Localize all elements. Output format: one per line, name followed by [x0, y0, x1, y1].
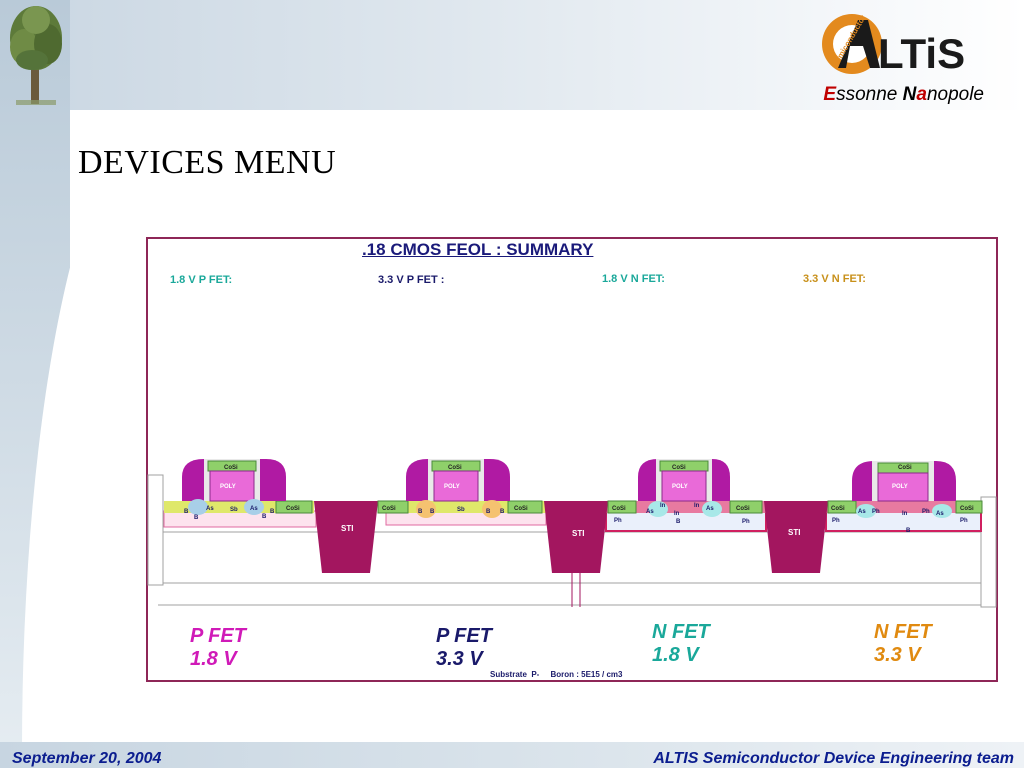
svg-text:As: As	[206, 506, 214, 512]
sti-label-1: STI	[572, 529, 584, 538]
svg-text:Ph: Ph	[922, 509, 930, 515]
svg-text:In: In	[902, 511, 908, 517]
svg-text:As: As	[858, 509, 866, 515]
organization-name: Essonne Nanopole	[823, 84, 984, 105]
logo-text: LTiS	[878, 30, 965, 77]
gate-3: CoSi POLY	[638, 459, 730, 517]
svg-text:B: B	[906, 528, 911, 534]
cosi-label: CoSi	[286, 506, 300, 512]
sti-label-0: STI	[341, 524, 353, 533]
footer-bar: September 20, 2004 ALTIS Semiconductor D…	[0, 742, 1024, 768]
svg-text:B: B	[676, 519, 681, 525]
cosi-label: CoSi	[224, 465, 238, 471]
altis-logo: Semiconductor LTiS	[822, 14, 965, 77]
page-title: DEVICES MENU	[78, 144, 337, 181]
svg-text:Ph: Ph	[614, 518, 622, 524]
svg-text:Sb: Sb	[457, 507, 465, 513]
top-label-pfet-33: 3.3 V P FET :	[378, 274, 445, 286]
cosi-label: CoSi	[672, 465, 686, 471]
footer-team: ALTIS Semiconductor Device Engineering t…	[653, 750, 1014, 767]
gate-4: CoSi POLY	[852, 461, 956, 518]
tree-icon	[10, 6, 62, 105]
sti-0	[314, 501, 378, 573]
svg-text:Sb: Sb	[230, 507, 238, 513]
svg-text:B: B	[194, 515, 199, 521]
gate-2: CoSi POLY	[406, 459, 510, 518]
cosi-label: CoSi	[612, 506, 626, 512]
svg-text:B: B	[184, 509, 189, 515]
svg-text:Ph: Ph	[832, 518, 840, 524]
svg-text:B: B	[270, 509, 275, 515]
svg-text:B: B	[430, 509, 435, 515]
svg-text:Ph: Ph	[872, 509, 880, 515]
sti-1	[544, 501, 608, 573]
poly-label: POLY	[220, 484, 236, 490]
svg-text:B: B	[500, 509, 505, 515]
sti-2	[764, 501, 828, 573]
cosi-label: CoSi	[898, 465, 912, 471]
top-label-nfet-18: 1.8 V N FET:	[602, 273, 665, 285]
svg-text:In: In	[674, 511, 680, 517]
implant-labels: B B As Sb As B B B B Sb B B Ph As In In …	[184, 503, 968, 534]
svg-text:In: In	[660, 503, 666, 509]
poly-label: POLY	[444, 484, 460, 490]
footer-date: September 20, 2004	[12, 750, 162, 767]
svg-text:Ph: Ph	[742, 519, 750, 525]
svg-text:B: B	[262, 514, 267, 520]
cmos-cross-section: STI STI STI CoSi CoSi CoSi CoSi CoSi CoS…	[147, 459, 997, 608]
svg-text:B: B	[418, 509, 423, 515]
svg-text:As: As	[250, 506, 258, 512]
poly-label: POLY	[892, 484, 908, 490]
diagram-title: .18 CMOS FEOL : SUMMARY	[362, 240, 594, 259]
substrate-note: Substrate P- Boron : 5E15 / cm3	[490, 670, 623, 679]
top-label-pfet-18: 1.8 V P FET:	[170, 274, 233, 286]
svg-text:As: As	[706, 506, 714, 512]
svg-text:B: B	[486, 509, 491, 515]
diagram-frame	[146, 237, 998, 682]
svg-text:As: As	[646, 509, 654, 515]
svg-text:In: In	[694, 503, 700, 509]
cosi-label: CoSi	[514, 506, 528, 512]
svg-text:Ph: Ph	[960, 518, 968, 524]
cosi-label: CoSi	[382, 506, 396, 512]
cosi-label: CoSi	[736, 506, 750, 512]
cosi-label: CoSi	[448, 465, 462, 471]
svg-text:As: As	[936, 511, 944, 517]
gate-1: CoSi POLY	[182, 459, 286, 515]
cosi-label: CoSi	[960, 506, 974, 512]
poly-label: POLY	[672, 484, 688, 490]
cosi-label: CoSi	[831, 506, 845, 512]
sti-label-2: STI	[788, 528, 800, 537]
top-label-nfet-33: 3.3 V N FET:	[803, 273, 866, 285]
